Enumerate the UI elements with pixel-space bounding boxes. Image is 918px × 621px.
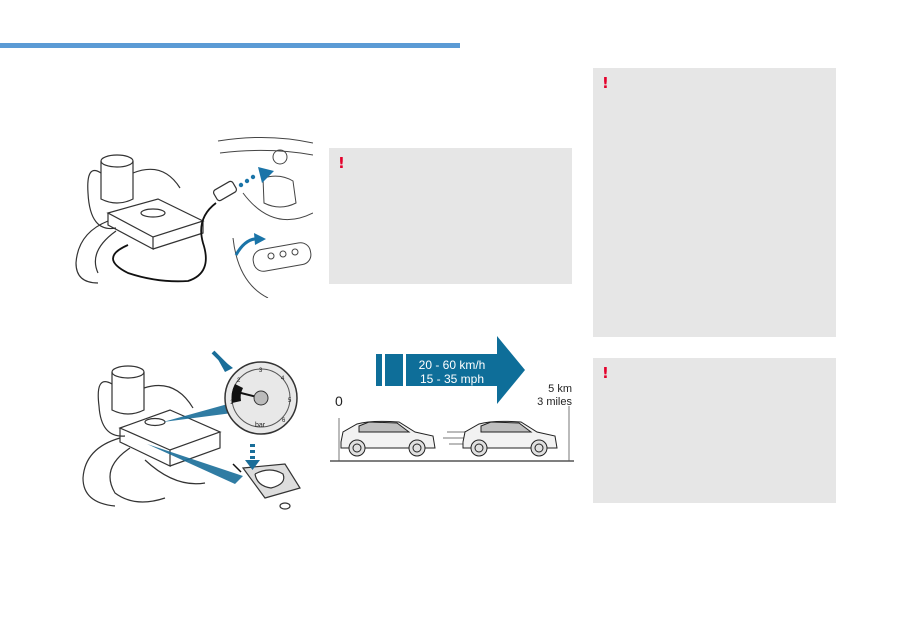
- distance-km: 5 km: [548, 383, 572, 395]
- gauge-unit-label: bar: [255, 422, 266, 429]
- warning-box-pressure: !: [593, 358, 836, 503]
- speed-mph: 15 - 35 mph: [419, 372, 485, 386]
- driving-distance-diagram: [330, 336, 574, 462]
- compressor-connect-illustration: [75, 136, 313, 298]
- speed-range-label: 20 - 60 km/h 15 - 35 mph: [408, 358, 496, 386]
- gauge-tick-5: 5: [288, 398, 292, 404]
- gauge-tick-1: 1: [230, 400, 234, 406]
- distance-end-label: 5 km 3 miles: [520, 383, 572, 409]
- warning-box-driving: !: [593, 68, 836, 337]
- warning-icon: !: [602, 364, 609, 382]
- gauge-tick-2: 2: [237, 378, 241, 384]
- gauge-tick-6: 6: [282, 418, 286, 424]
- warning-box-connect: !: [329, 148, 572, 284]
- distance-start-label: 0: [335, 393, 343, 409]
- section-header-bar: [0, 43, 460, 48]
- warning-icon: !: [602, 74, 609, 92]
- warning-icon: !: [338, 154, 345, 172]
- pressure-check-illustration: 1 2 3 4 5 6 bar: [82, 350, 301, 510]
- gauge-tick-3: 3: [259, 368, 263, 374]
- distance-miles: 3 miles: [537, 396, 572, 408]
- gauge-tick-4: 4: [281, 376, 285, 382]
- speed-kmh: 20 - 60 km/h: [418, 358, 486, 372]
